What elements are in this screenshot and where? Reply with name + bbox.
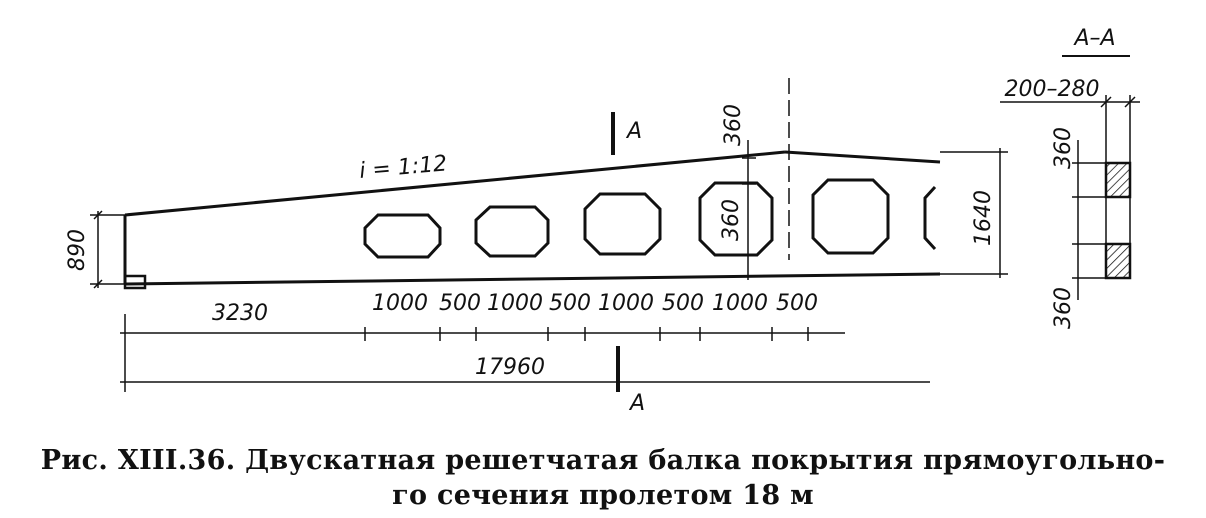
end-height-label: 890 (65, 229, 90, 271)
opening-4 (698, 181, 774, 257)
section-bottom-label: 360 (1051, 287, 1076, 329)
beam-outline (123, 150, 941, 290)
opening-width-label-4: 1000 (712, 291, 768, 316)
opening-width-label-1: 1000 (372, 291, 428, 316)
post-width-label-4: 500 (776, 291, 818, 316)
post-width-label-2: 500 (549, 291, 591, 316)
opening-6 (923, 185, 937, 251)
section-width-dimension (1000, 95, 1140, 165)
caption-line-1: Рис. XIII.36. Двускатная решетчатая балк… (40, 445, 1166, 476)
opening-5 (811, 178, 890, 255)
opening-2 (474, 205, 550, 258)
top-chord-label: 360 (721, 104, 746, 146)
span-dimension-lines (120, 314, 930, 392)
opening-width-label-2: 1000 (487, 291, 543, 316)
mid-height-dimension (940, 148, 1008, 278)
chord-dimension (742, 140, 756, 280)
end-height-dimension (90, 210, 125, 289)
first-panel-label: 3230 (212, 301, 268, 326)
section-cut-marks (611, 112, 620, 392)
cut-mark-bottom: A (628, 391, 645, 416)
opening-height-label: 360 (719, 199, 744, 241)
mid-height-label: 1640 (971, 190, 996, 246)
opening-3 (583, 192, 662, 256)
section-top-label: 360 (1051, 127, 1076, 169)
half-span-label: 17960 (475, 355, 545, 380)
post-width-label-1: 500 (439, 291, 481, 316)
section-title: A–A (1072, 26, 1115, 51)
opening-width-label-3: 1000 (598, 291, 654, 316)
web-openings (363, 178, 937, 259)
cross-section (1104, 161, 1132, 280)
section-width-label: 200–280 (1005, 77, 1100, 102)
slope-label: i = 1:12 (358, 151, 448, 184)
caption-line-2: го сечения пролетом 18 м (392, 480, 814, 511)
cut-mark-top: A (625, 119, 642, 144)
section-height-dimension (1072, 140, 1106, 300)
opening-1 (363, 213, 442, 259)
post-width-label-3: 500 (662, 291, 704, 316)
